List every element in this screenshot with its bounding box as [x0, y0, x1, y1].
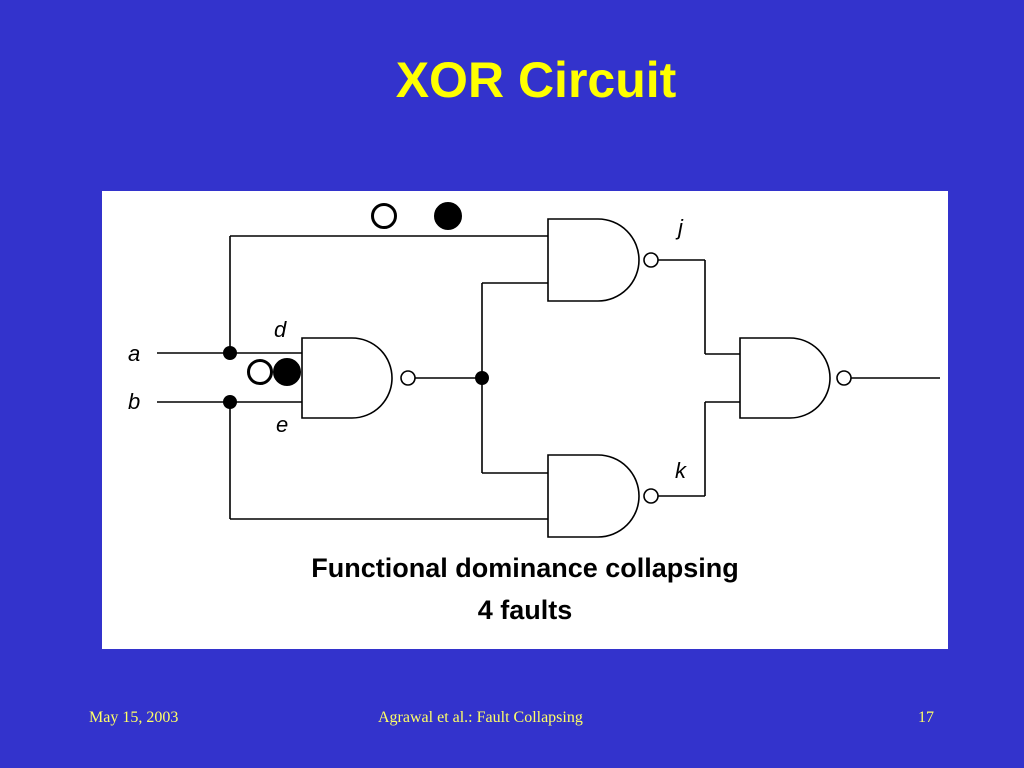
nand-gate-j-bubble	[643, 252, 659, 268]
footer-page-number: 17	[918, 709, 934, 726]
nand-gate-k-bubble	[643, 488, 659, 504]
nand-gate-output	[739, 337, 831, 419]
caption-method: Functional dominance collapsing	[311, 553, 739, 583]
slide-title: XOR Circuit	[395, 52, 677, 108]
label-d: d	[274, 317, 287, 342]
footer-date: May 15, 2003	[89, 709, 179, 726]
footer-author: Agrawal et al.: Fault Collapsing	[378, 709, 583, 726]
circuit-diagram-panel: a b d e j k Functional dominance collaps…	[102, 191, 948, 649]
xor-circuit-diagram: a b d e j k	[128, 202, 940, 538]
nand-gate-k	[547, 454, 640, 538]
fault-open-circle-top	[371, 203, 397, 229]
fault-filled-circle-top	[434, 202, 462, 230]
label-k: k	[675, 458, 687, 483]
label-e: e	[276, 412, 288, 437]
label-j: j	[675, 215, 684, 240]
label-b: b	[128, 389, 140, 414]
fault-open-circle-middle	[247, 359, 273, 385]
nand-gate-first-bubble	[400, 370, 416, 386]
label-a: a	[128, 341, 140, 366]
nand-gate-output-bubble	[836, 370, 852, 386]
junction-b	[223, 395, 237, 409]
junction-a	[223, 346, 237, 360]
fault-filled-circle-middle	[273, 358, 301, 386]
nand-gate-j	[547, 218, 640, 302]
caption-fault-count: 4 faults	[477, 595, 573, 625]
junction-fanout	[475, 371, 489, 385]
nand-gate-first	[301, 337, 393, 419]
